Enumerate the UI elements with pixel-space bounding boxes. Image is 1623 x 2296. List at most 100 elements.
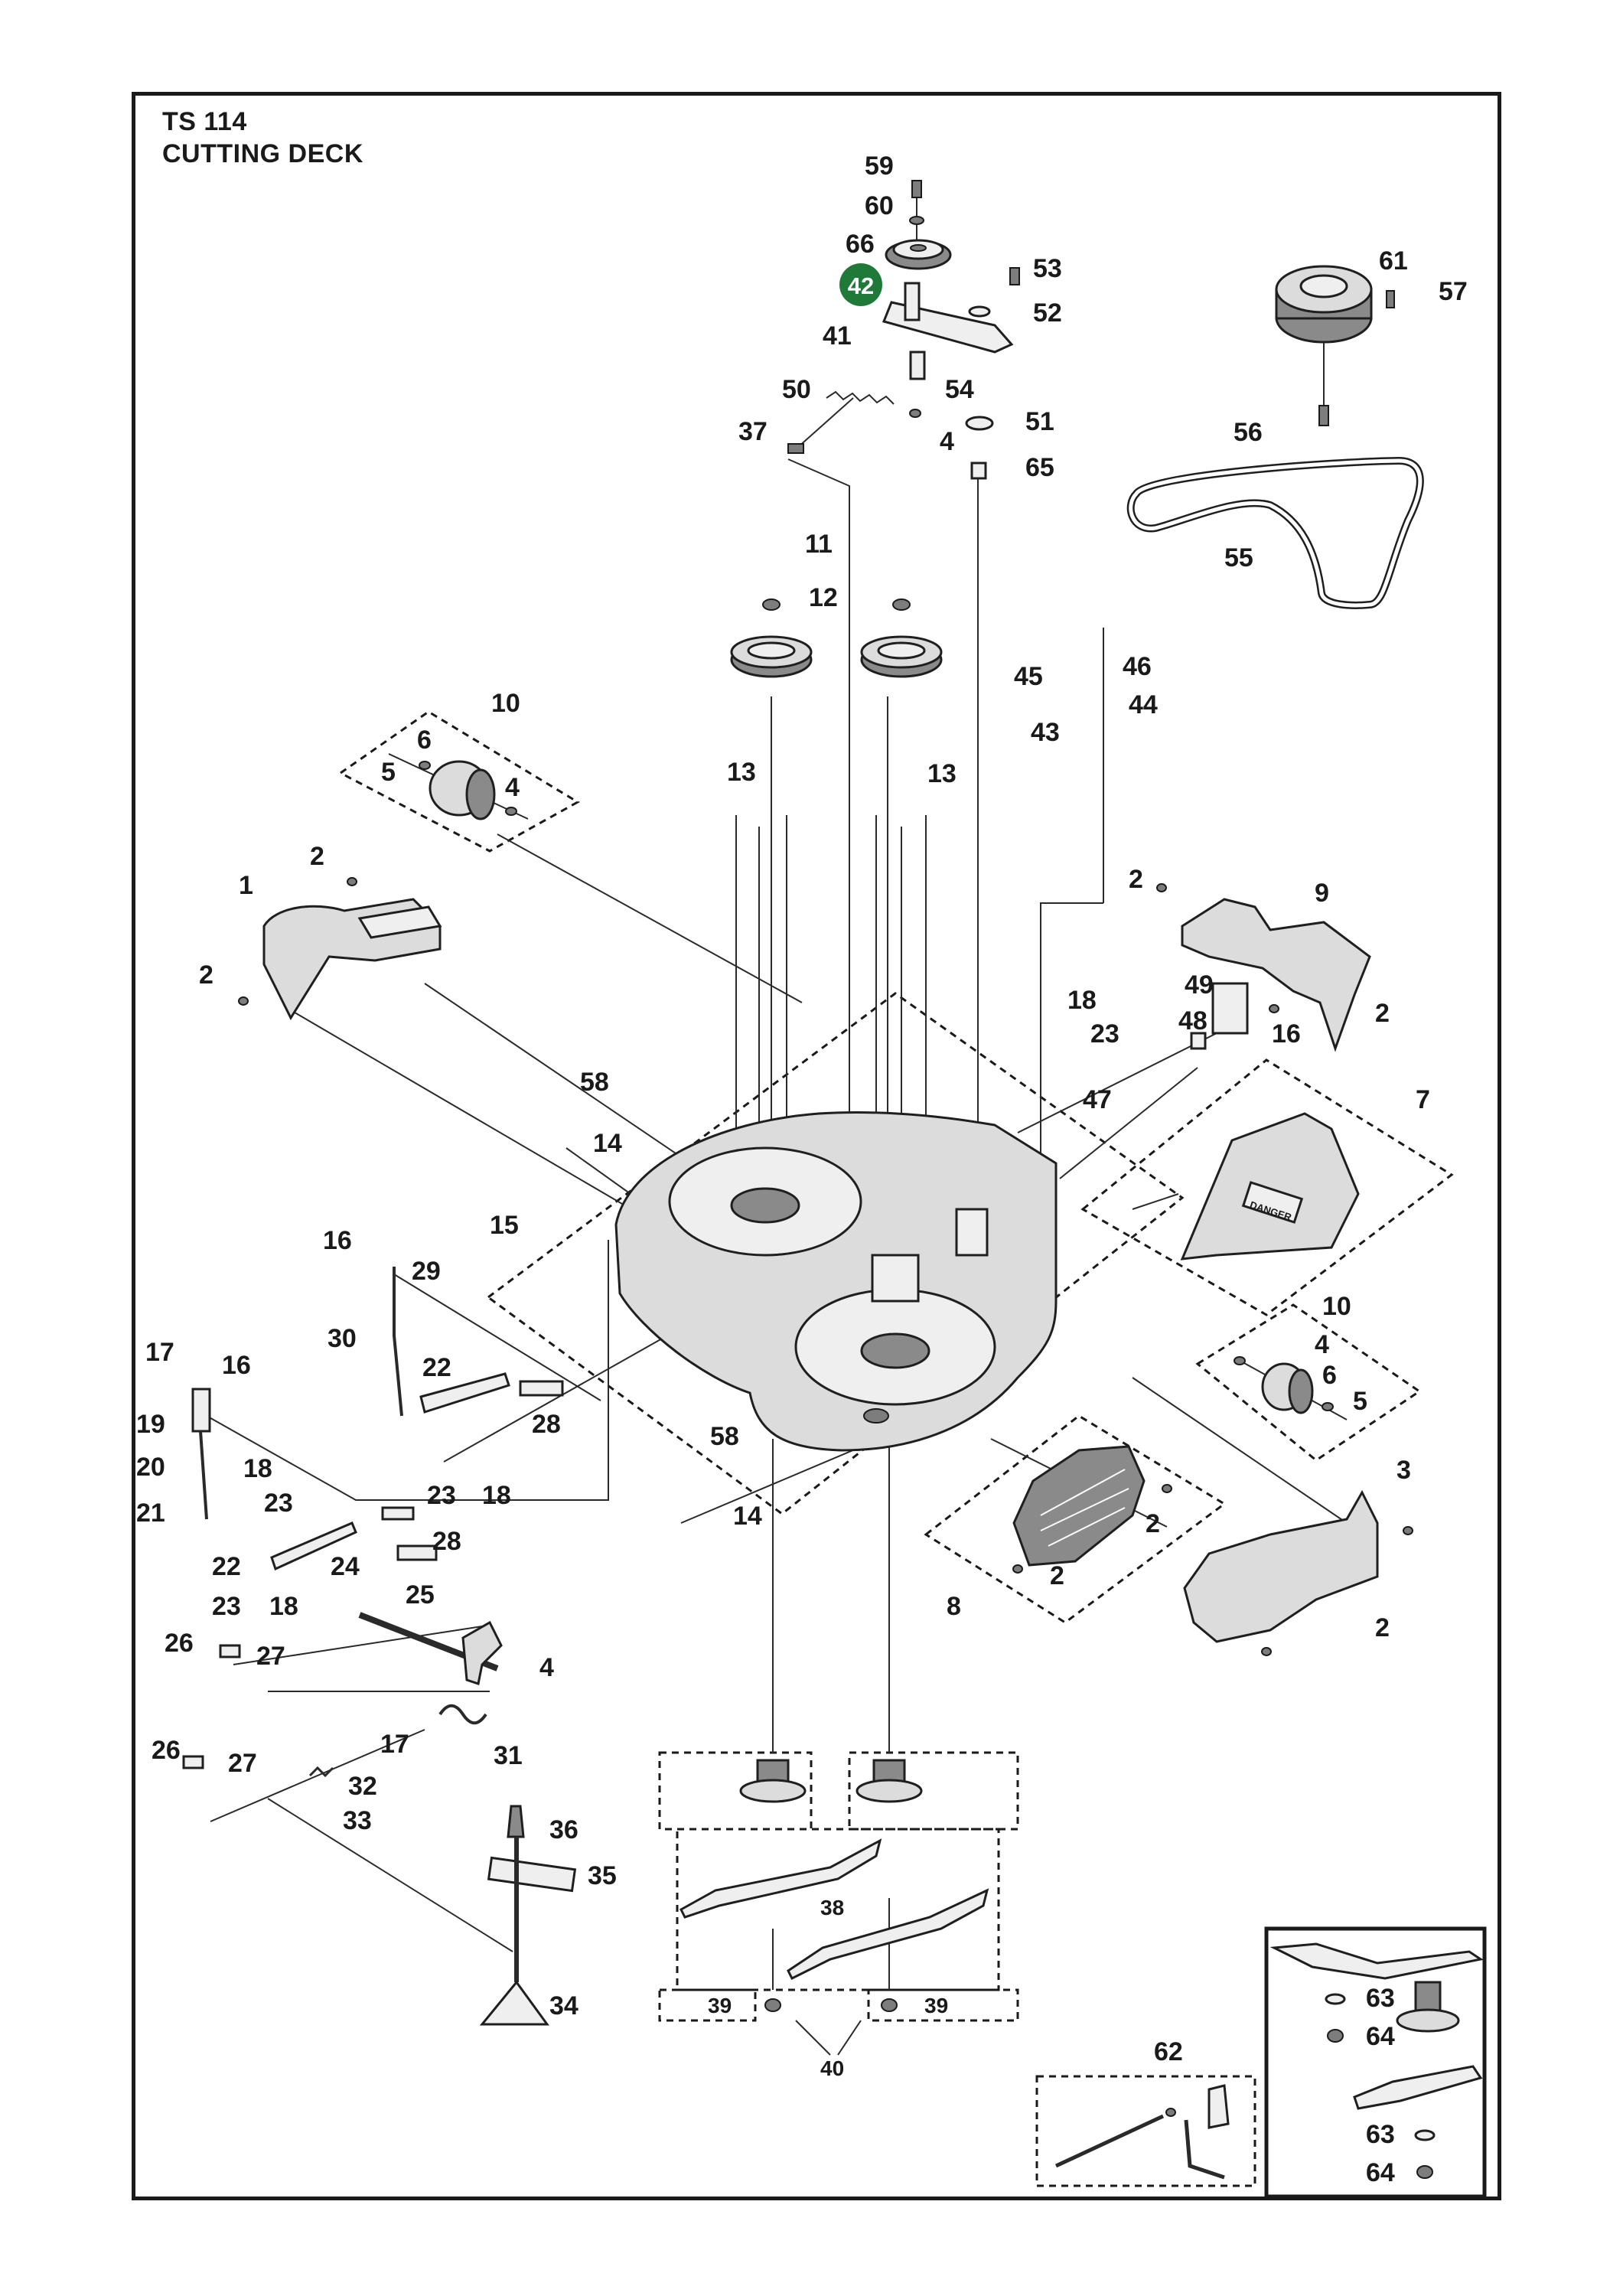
bolt-39-left bbox=[764, 1998, 781, 2012]
label-18-mid: 18 bbox=[243, 1454, 272, 1483]
gauge-wheel-10-right bbox=[1234, 1356, 1348, 1420]
label-23-mid: 23 bbox=[264, 1489, 293, 1518]
rear-shield-3 bbox=[1183, 1489, 1413, 1656]
label-2-left: 2 bbox=[199, 960, 213, 990]
diagram-frame bbox=[132, 92, 1501, 2200]
nut-11-left bbox=[762, 598, 781, 611]
spacer-54 bbox=[909, 351, 926, 380]
blade-38-right bbox=[787, 1888, 989, 1981]
label-17-upper: 17 bbox=[145, 1338, 174, 1367]
spindle-pulleys bbox=[730, 598, 943, 678]
washer-63-upper bbox=[1325, 1993, 1346, 2005]
label-66: 66 bbox=[846, 230, 875, 259]
label-30: 30 bbox=[328, 1324, 357, 1353]
label-4-wheel: 4 bbox=[505, 773, 520, 802]
spring-32 bbox=[308, 1766, 334, 1778]
label-25: 25 bbox=[406, 1580, 435, 1609]
group-spindle-left bbox=[658, 1751, 813, 1831]
lift-arm-22-upper bbox=[419, 1372, 510, 1414]
bushing-48 bbox=[1190, 1032, 1207, 1050]
label-23-top: 23 bbox=[1090, 1019, 1119, 1049]
label-2-chute-lower: 2 bbox=[1050, 1561, 1064, 1590]
label-50: 50 bbox=[782, 375, 811, 404]
label-24: 24 bbox=[331, 1552, 360, 1581]
label-57: 57 bbox=[1439, 277, 1468, 306]
key-57 bbox=[1386, 290, 1395, 308]
label-2-shield9b: 2 bbox=[1375, 999, 1390, 1028]
label-32: 32 bbox=[348, 1772, 377, 1801]
washer-51 bbox=[965, 416, 994, 431]
label-39-right: 39 bbox=[924, 1994, 948, 2017]
label-60: 60 bbox=[865, 191, 894, 220]
lift-arm-22-lower bbox=[270, 1521, 357, 1571]
label-31: 31 bbox=[494, 1741, 523, 1770]
label-23-right: 23 bbox=[427, 1481, 456, 1510]
group-8-chute bbox=[924, 1414, 1227, 1624]
nut-64-lower bbox=[1416, 2165, 1433, 2179]
link-28-upper bbox=[519, 1380, 564, 1397]
label-4-top: 4 bbox=[940, 427, 954, 456]
group-10-right bbox=[1195, 1303, 1422, 1462]
idler-assembly bbox=[787, 180, 1020, 480]
label-14-top: 14 bbox=[593, 1129, 622, 1158]
label-44: 44 bbox=[1129, 690, 1158, 719]
label-63-lower: 63 bbox=[1366, 2120, 1395, 2149]
label-28-upper: 28 bbox=[532, 1410, 561, 1439]
section-title: CUTTING DECK bbox=[162, 139, 363, 168]
label-7: 7 bbox=[1416, 1085, 1430, 1114]
bolt-53 bbox=[1009, 267, 1020, 285]
label-40: 40 bbox=[820, 2056, 844, 2080]
label-36: 36 bbox=[549, 1815, 578, 1844]
label-23-lower: 23 bbox=[212, 1592, 241, 1621]
discharge-deflector-7: DANGER bbox=[1132, 1112, 1360, 1261]
label-6-right: 6 bbox=[1322, 1361, 1337, 1390]
label-35: 35 bbox=[588, 1861, 617, 1890]
clip-27-lower bbox=[182, 1755, 204, 1769]
label-59: 59 bbox=[865, 152, 894, 181]
spindles-blades bbox=[680, 1759, 989, 2056]
label-45: 45 bbox=[1014, 662, 1043, 691]
group-62 bbox=[1035, 2075, 1256, 2187]
bracket-49 bbox=[1211, 982, 1249, 1035]
label-38: 38 bbox=[820, 1896, 844, 1919]
group-7-shield bbox=[1080, 1058, 1454, 1316]
label-2-rear: 2 bbox=[1375, 1613, 1390, 1642]
drive-belt-55 bbox=[1126, 456, 1424, 609]
group-39-left bbox=[658, 1988, 757, 2022]
label-2-chute-upper: 2 bbox=[1146, 1509, 1160, 1538]
lift-linkage bbox=[182, 1267, 564, 1778]
rod-kit-62 bbox=[1054, 2084, 1230, 2180]
label-26-lower: 26 bbox=[152, 1736, 181, 1765]
label-4-right: 4 bbox=[1315, 1330, 1329, 1359]
label-18-right: 18 bbox=[482, 1481, 511, 1510]
discharge-chute-8 bbox=[1012, 1445, 1172, 1574]
group-39-right bbox=[867, 1988, 1019, 2022]
label-34: 34 bbox=[549, 1991, 578, 2020]
height-lever bbox=[479, 1805, 577, 2026]
cutting-deck-15 bbox=[614, 1110, 1058, 1452]
label-27-upper: 27 bbox=[256, 1642, 285, 1671]
label-21: 21 bbox=[136, 1499, 165, 1528]
label-16-lower: 16 bbox=[222, 1351, 251, 1380]
label-29: 29 bbox=[412, 1257, 441, 1286]
handle-34 bbox=[479, 1980, 549, 2026]
knob-36 bbox=[507, 1805, 525, 1838]
label-11: 11 bbox=[805, 530, 833, 559]
plate-35 bbox=[487, 1856, 577, 1893]
pin-37 bbox=[787, 443, 804, 454]
label-2-shield9: 2 bbox=[1129, 865, 1143, 894]
label-1: 1 bbox=[239, 871, 253, 900]
label-64-lower: 64 bbox=[1366, 2158, 1395, 2187]
link-28-lower bbox=[396, 1544, 438, 1561]
highlight-badge-42[interactable] bbox=[839, 263, 882, 306]
bolt-39-right bbox=[881, 1998, 898, 2012]
bolt-59 bbox=[911, 180, 922, 198]
label-43: 43 bbox=[1031, 718, 1060, 747]
label-62: 62 bbox=[1154, 2037, 1183, 2066]
label-58-bottom: 58 bbox=[710, 1422, 739, 1451]
label-18-lower: 18 bbox=[269, 1592, 298, 1621]
label-20: 20 bbox=[136, 1453, 165, 1482]
bracket-20 bbox=[191, 1388, 211, 1433]
label-39-left: 39 bbox=[708, 1994, 732, 2017]
